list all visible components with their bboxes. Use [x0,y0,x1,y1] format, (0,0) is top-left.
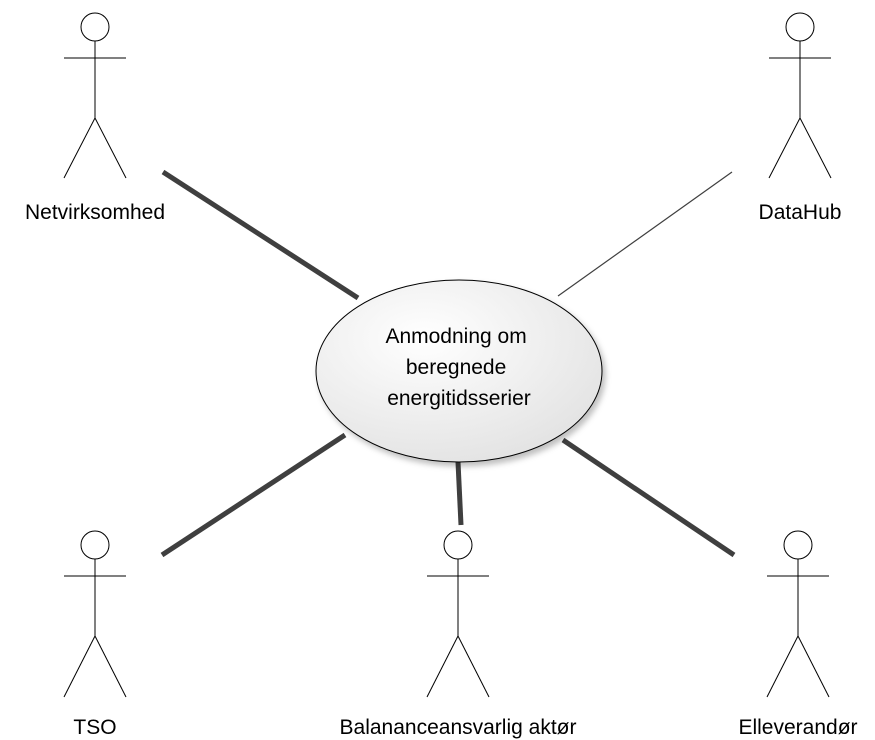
svg-text:Anmodning om beregnede: Anmodning om beregnede energitidsserier [385,325,532,410]
association-elleverandor [561,437,736,558]
actor-tso[interactable] [63,530,127,698]
usecase-label-line-1: Anmodning om [385,325,526,348]
actor-label-balanceansvarlig: Balananceansvarlig aktør [340,716,577,739]
actor-left-leg-icon [63,635,96,698]
actor-head-icon [783,530,813,560]
actor-label-elleverandor: Elleverandør [738,716,857,739]
association-balanceansvarlig [455,461,464,526]
actor-elleverandor[interactable] [766,530,830,698]
actor-label-datahub: DataHub [759,201,842,224]
association-datahub [557,171,733,297]
actor-left-leg-icon [766,635,799,698]
actor-label-tso: TSO [73,716,116,739]
actor-right-leg-icon [94,635,127,698]
actor-balanceansvarlig[interactable] [426,530,490,698]
actor-label-netvirksomhed: Netvirksomhed [25,201,165,224]
actor-head-icon [785,12,815,42]
usecase-label-line-2: beregnede [406,356,506,379]
actor-right-leg-icon [457,635,490,698]
actor-datahub[interactable] [768,12,832,179]
actor-left-leg-icon [768,117,801,179]
actor-left-leg-icon [426,635,459,698]
actor-right-leg-icon [799,117,832,179]
association-netvirksomhed [161,169,360,301]
actor-head-icon [80,12,110,42]
usecase-ellipse[interactable] [315,279,603,463]
usecase[interactable]: Anmodning om beregnede energitidsserier [315,279,603,463]
actor-netvirksomhed[interactable] [63,12,127,179]
actor-right-leg-icon [797,635,830,698]
association-tso [160,432,347,558]
actor-right-leg-icon [94,117,127,179]
actor-head-icon [80,530,110,560]
usecase-label-line-3: energitidsserier [387,387,531,410]
actor-left-leg-icon [63,117,96,179]
actor-head-icon [443,530,473,560]
